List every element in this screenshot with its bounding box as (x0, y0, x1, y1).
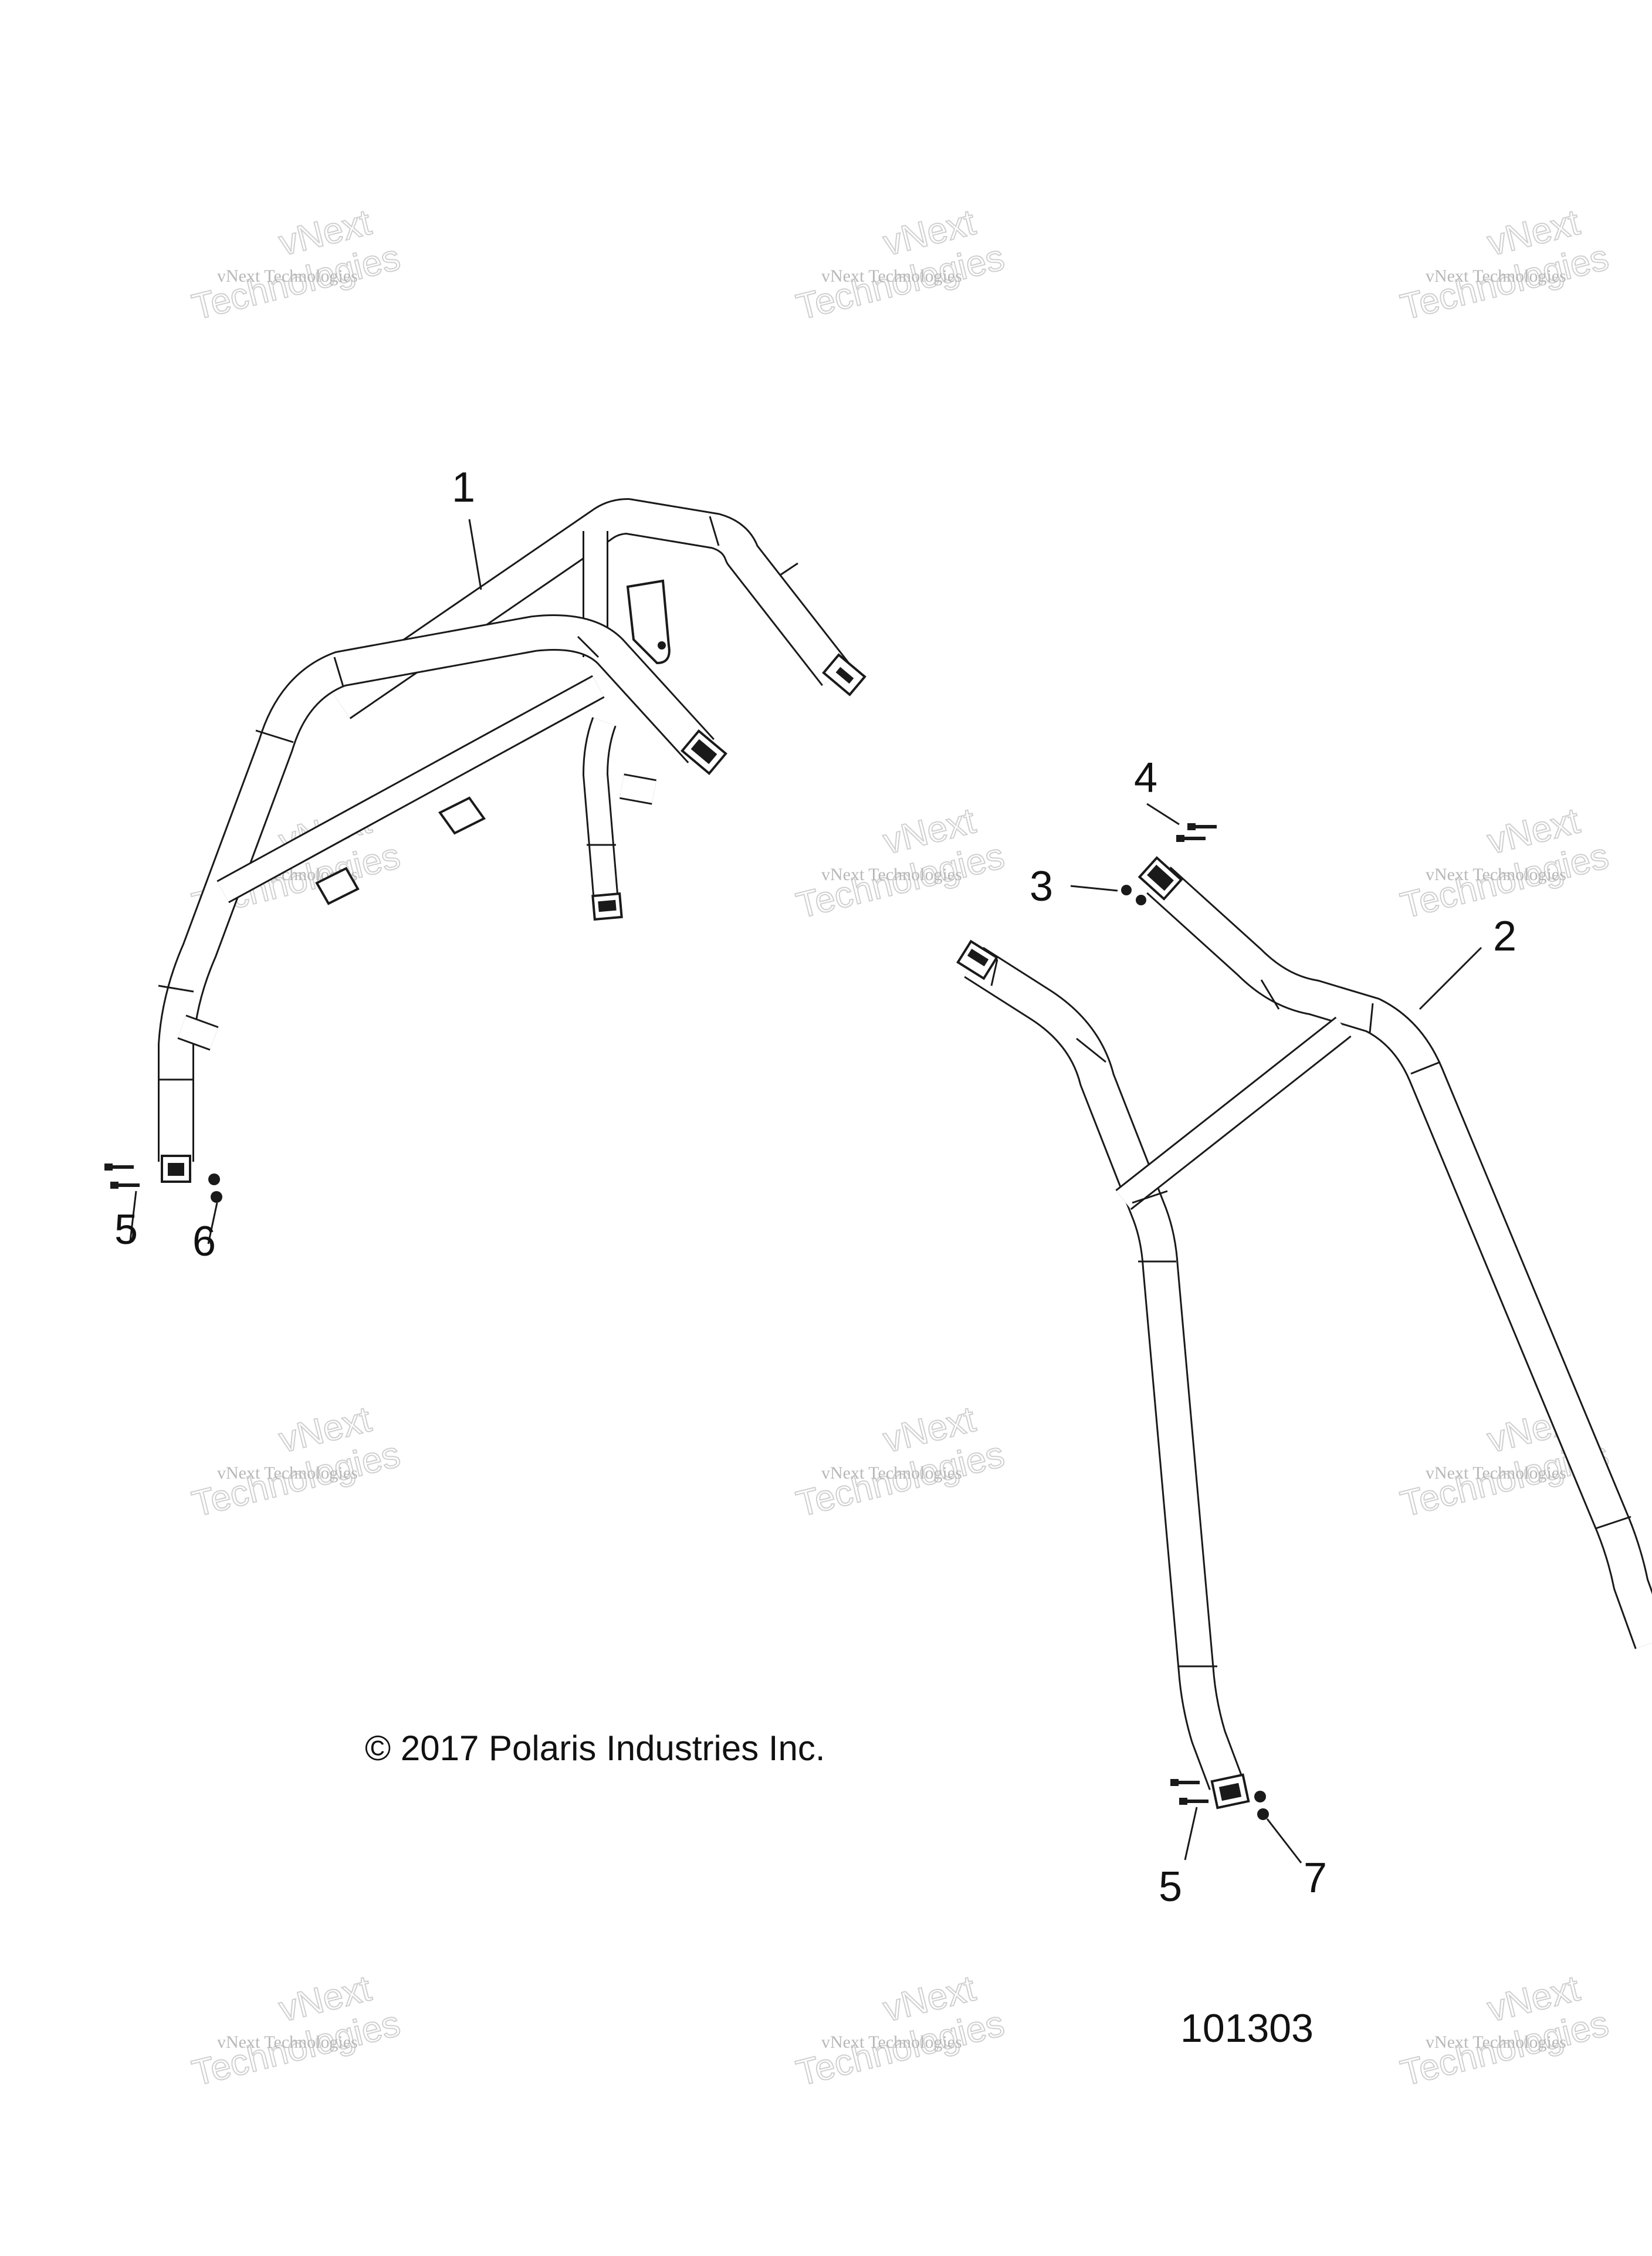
watermark-small: vNext Technologies (821, 266, 962, 286)
callout-1: 1 (452, 464, 475, 511)
figure-number: 101303 (1180, 2006, 1314, 2051)
bolt (104, 1163, 140, 1189)
front-hardware (104, 1163, 222, 1203)
nut (1257, 1808, 1269, 1820)
watermark-small: vNext Technologies (1426, 1463, 1566, 1483)
nut (211, 1191, 222, 1203)
copyright-notice: © 2017 Polaris Industries Inc. (365, 1729, 825, 1768)
bolt (1176, 823, 1217, 842)
mount-bracket (626, 579, 671, 665)
watermark-small: vNext Technologies (1426, 2032, 1566, 2052)
bolt (1170, 1779, 1208, 1805)
front-roll-bar (158, 498, 866, 1183)
callout-5-front: 5 (114, 1206, 138, 1253)
callout-5-rear: 5 (1159, 1863, 1182, 1910)
nut (1254, 1791, 1266, 1802)
watermark-small: vNext Technologies (821, 865, 962, 884)
watermark-small: vNext Technologies (217, 1463, 358, 1483)
rear-hardware (1121, 823, 1269, 1820)
callout-7: 7 (1304, 1855, 1327, 1902)
callout-6: 6 (192, 1218, 216, 1265)
callout-numbers: 1 2 3 4 5 6 5 7 (114, 464, 1516, 1910)
watermark-small: vNext Technologies (821, 2032, 962, 2052)
leader-lines (129, 519, 1482, 1863)
callout-4: 4 (1134, 755, 1157, 801)
watermark-small: vNext Technologies (1426, 266, 1566, 286)
watermark-small: vNext Technologies (1426, 865, 1566, 884)
watermark-small: vNext Technologies (217, 266, 358, 286)
rear-roll-bar (956, 856, 1652, 1809)
callout-3: 3 (1030, 863, 1053, 910)
watermark-small: vNext Technologies (217, 2032, 358, 2052)
watermark-small: vNext Technologies (821, 1463, 962, 1483)
nut (1136, 895, 1146, 905)
nut (208, 1173, 220, 1185)
nut (1121, 885, 1132, 895)
callout-2: 2 (1493, 913, 1516, 960)
